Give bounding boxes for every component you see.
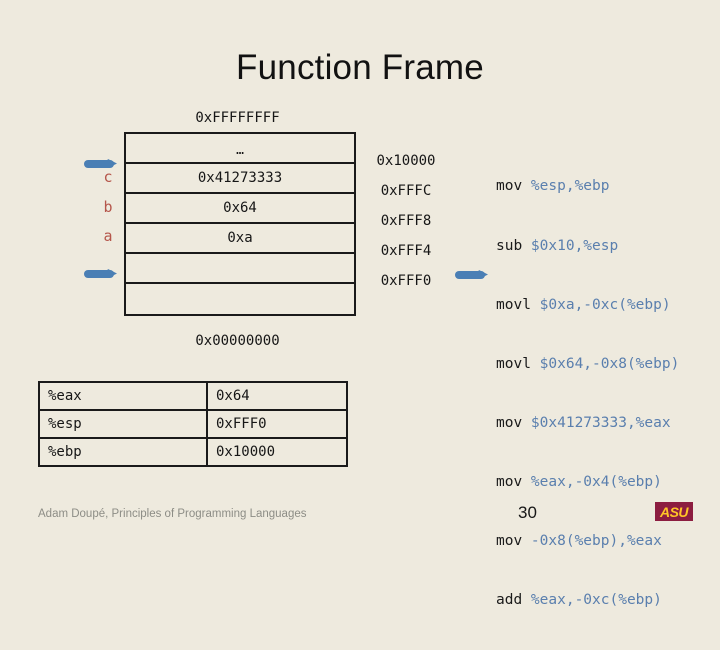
arrow-head <box>106 268 117 279</box>
stack-row: 0x64 <box>126 194 354 224</box>
esp-pointer-arrow-icon <box>84 268 126 279</box>
stack-bottom-address: 0x00000000 <box>195 333 280 349</box>
stack-address: 0xFFFC <box>380 183 432 199</box>
assembly-operands: $0xa,-0xc(%ebp) <box>539 296 671 313</box>
assembly-line: sub $0x10,%esp <box>496 237 679 257</box>
variable-label-b: b <box>103 198 113 216</box>
stack-row <box>126 254 354 284</box>
assembly-operands: $0x41273333,%eax <box>530 414 671 431</box>
stack-address: 0x10000 <box>376 153 436 169</box>
register-name: %esp <box>38 409 208 439</box>
register-value: 0x64 <box>206 381 348 411</box>
stack-diagram: … 0x41273333 0x64 0xa <box>124 132 356 316</box>
stack-address-column: 0x10000 0xFFFC 0xFFF8 0xFFF4 0xFFF0 <box>356 150 456 300</box>
arrow-shaft <box>84 160 114 168</box>
assembly-operands: %eax,-0x4(%ebp) <box>530 473 662 490</box>
assembly-mnemonic: mov <box>496 178 531 195</box>
assembly-mnemonic: movl <box>496 355 540 372</box>
assembly-mnemonic: sub <box>496 237 531 254</box>
arrow-shaft <box>455 271 485 279</box>
stack-address: 0xFFF8 <box>380 213 432 229</box>
arrow-head <box>106 158 117 169</box>
stack-row: 0x41273333 <box>126 164 354 194</box>
stack-row: 0xa <box>126 224 354 254</box>
assembly-line: mov $0x41273333,%eax <box>496 414 679 434</box>
assembly-operands: $0x10,%esp <box>530 237 619 254</box>
assembly-mnemonic: mov <box>496 414 531 431</box>
assembly-operands: %eax,-0xc(%ebp) <box>530 592 662 609</box>
arrow-shaft <box>84 270 114 278</box>
arrow-head <box>477 269 488 280</box>
assembly-operands: $0x64,-0x8(%ebp) <box>539 355 680 372</box>
variable-label-a: a <box>103 227 113 245</box>
asu-logo: ASU <box>655 502 693 521</box>
assembly-mnemonic: add <box>496 592 531 609</box>
stack-address: 0xFFF0 <box>380 273 432 289</box>
register-name: %ebp <box>38 437 208 467</box>
page-title: Function Frame <box>236 48 484 87</box>
assembly-operands: %esp,%ebp <box>530 178 610 195</box>
register-value: 0x10000 <box>206 437 348 467</box>
assembly-line: mov %eax,-0x4(%ebp) <box>496 473 679 493</box>
assembly-mnemonic: mov <box>496 473 531 490</box>
assembly-line: add %eax,-0xc(%ebp) <box>496 591 679 611</box>
stack-top-address: 0xFFFFFFFF <box>195 110 280 126</box>
variable-label-c: c <box>103 168 113 186</box>
slide: Function Frame 0xFFFFFFFF … 0x41273333 0… <box>38 48 693 608</box>
register-value: 0xFFF0 <box>206 409 348 439</box>
assembly-line: mov %esp,%ebp <box>496 177 679 197</box>
assembly-mnemonic: movl <box>496 296 540 313</box>
current-instruction-arrow-icon <box>455 269 497 280</box>
slide-number: 30 <box>518 503 537 522</box>
table-row: %eax 0x64 <box>38 381 348 411</box>
assembly-operands: -0x8(%ebp),%eax <box>530 533 662 550</box>
register-name: %eax <box>38 381 208 411</box>
assembly-mnemonic: mov <box>496 533 531 550</box>
ebp-pointer-arrow-icon <box>84 158 126 169</box>
table-row: %ebp 0x10000 <box>38 437 348 467</box>
stack-row: … <box>126 134 354 164</box>
register-table: %eax 0x64 %esp 0xFFF0 %ebp 0x10000 <box>38 381 348 467</box>
stack-row <box>126 284 354 315</box>
assembly-listing: mov %esp,%ebp sub $0x10,%esp movl $0xa,-… <box>496 138 679 650</box>
assembly-line: movl $0xa,-0xc(%ebp) <box>496 296 679 316</box>
assembly-line: movl $0x64,-0x8(%ebp) <box>496 355 679 375</box>
table-row: %esp 0xFFF0 <box>38 409 348 439</box>
footer-attribution: Adam Doupé, Principles of Programming La… <box>38 508 307 520</box>
stack-address: 0xFFF4 <box>380 243 432 259</box>
assembly-line: mov -0x8(%ebp),%eax <box>496 532 679 552</box>
